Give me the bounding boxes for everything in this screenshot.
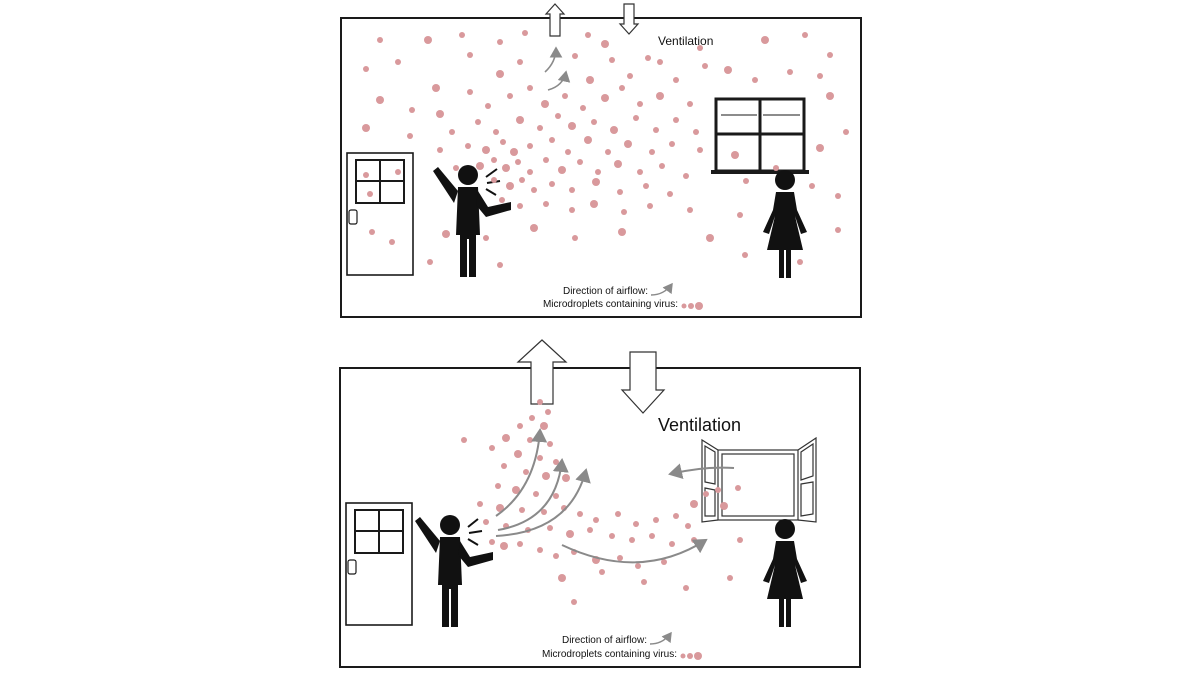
legend-droplets-label: Microdroplets containing virus: [543, 299, 678, 310]
legend-droplets-label: Microdroplets containing virus: [542, 649, 677, 660]
airflow-arrow-icon [495, 468, 591, 537]
ventilation-label: Ventilation [658, 415, 741, 435]
intake-arrow-icon [618, 3, 640, 35]
door-icon [346, 152, 414, 276]
legend-airflow-arrow-icon [650, 282, 673, 296]
panel-open-window: Ventilation [339, 339, 861, 668]
exhaust-arrow-icon [516, 339, 568, 405]
intake-arrow-icon [620, 351, 666, 414]
airflow-arrow-icon [561, 538, 708, 564]
airflow-arrow-icon [495, 428, 548, 517]
closed-window-icon [711, 97, 809, 174]
ventilation-label: Ventilation [658, 34, 713, 48]
open-window-icon [701, 436, 817, 523]
speech-lines-icon [467, 518, 483, 546]
room-outline [339, 367, 861, 668]
legend-airflow-arrow-icon [649, 631, 672, 645]
legend-airflow-label: Direction of airflow: [563, 286, 648, 297]
exhaust-arrow-icon [544, 3, 566, 37]
legend-droplets-icon [681, 302, 703, 310]
legend-droplets-icon [680, 652, 702, 660]
legend-airflow-label: Direction of airflow: [562, 635, 647, 646]
microdroplets [362, 30, 849, 268]
airflow-arrow-icon [547, 70, 571, 91]
door-icon [345, 502, 413, 626]
airflow-arrow-icon [497, 458, 569, 531]
airflow-arrow-icon [668, 463, 735, 480]
panel-closed-window: Ventilation [340, 3, 862, 318]
airflow-arrow-icon [544, 46, 563, 73]
